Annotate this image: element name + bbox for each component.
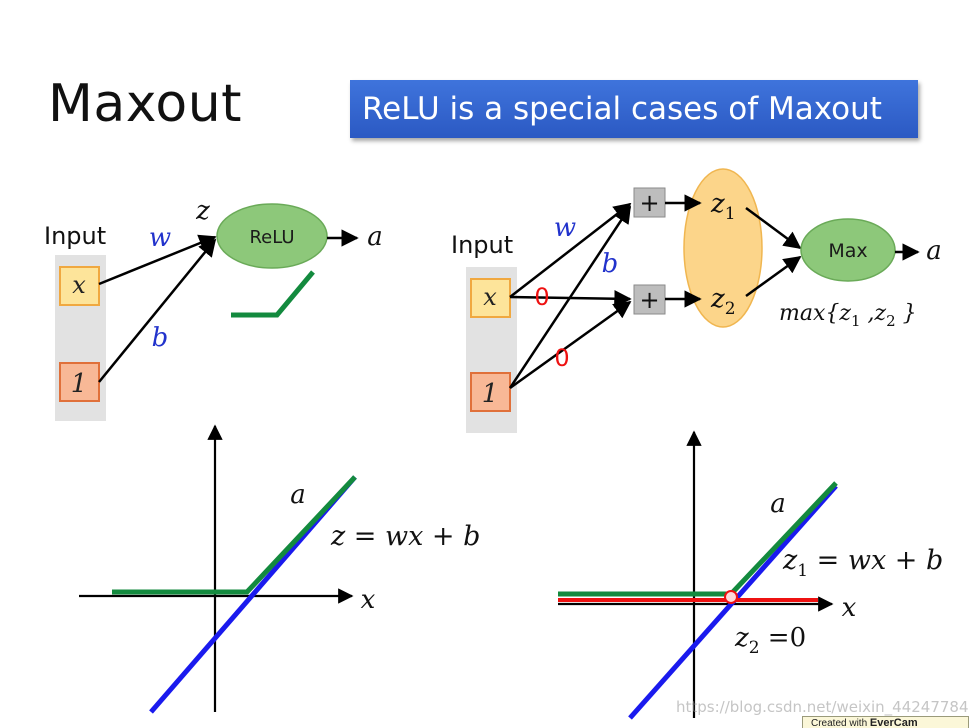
relu-shape-icon	[231, 270, 315, 318]
left-z-label: z	[195, 196, 210, 226]
right-weight-b: b	[602, 249, 619, 279]
left-bias-node	[59, 362, 100, 402]
left-weight-b: b	[152, 323, 169, 353]
left-output-a: a	[367, 222, 383, 252]
right-plot-a-label: a	[770, 489, 786, 519]
right-edge-1-to-bottom	[509, 300, 632, 390]
circle-marker-icon	[724, 590, 738, 604]
left-plot: a z = wx + b x	[79, 424, 480, 714]
watermark-text: https://blog.csdn.net/weixin_44247784	[676, 698, 969, 716]
left-input-label: Input	[44, 222, 106, 250]
right-plot-equation: z1 = wx + b	[782, 545, 943, 581]
left-network: Input x 1 w b z ReLU a	[44, 196, 383, 421]
left-plot-a-label: a	[290, 480, 306, 510]
right-input-x-node	[470, 278, 511, 318]
right-weight-w: w	[554, 213, 576, 243]
max-node-label: Max	[828, 240, 867, 262]
left-plot-x-label: x	[361, 585, 376, 615]
plus-node-top-label: +	[639, 189, 659, 217]
left-input-x-label: x	[72, 271, 86, 299]
right-network: Input x 1 w b 0 0 + + z1 z2	[451, 168, 942, 433]
left-bias-label: 1	[71, 369, 88, 399]
relu-node	[216, 203, 328, 269]
z-group-ellipse	[683, 168, 763, 328]
right-zero-weight-2: 0	[554, 344, 569, 372]
right-plot-x-label: x	[842, 593, 857, 623]
max-node	[800, 218, 896, 282]
slide-title: Maxout	[48, 74, 243, 134]
left-plot-equation: z = wx + b	[330, 521, 480, 552]
arrow-z2-to-max	[745, 255, 802, 298]
right-input-label: Input	[451, 231, 513, 259]
left-edge-w	[98, 234, 217, 286]
max-formula: max{z1 ,z2 }	[779, 301, 917, 330]
right-plot-z2-label: z2 =0	[734, 623, 806, 658]
right-edge-1-to-top	[508, 205, 632, 389]
arrow-z1-to-max	[745, 206, 802, 250]
z2-label: z2	[710, 284, 736, 319]
evercam-brand: EverCam	[869, 717, 918, 728]
evercam-badge: Created with EverCam	[802, 716, 969, 728]
right-zero-weight-1: 0	[534, 283, 549, 311]
right-plot: a z1 = wx + b x z2 =0	[558, 430, 943, 720]
left-input-x-node	[59, 266, 100, 306]
right-plot-relu-line	[558, 481, 838, 597]
right-input-x-label: x	[483, 283, 497, 311]
plus-node-bottom-label: +	[639, 286, 659, 314]
banner-relu-special-case: ReLU is a special cases of Maxout	[350, 80, 918, 138]
z1-label: z1	[710, 189, 736, 224]
evercam-prefix: Created with	[811, 718, 870, 728]
right-bias-node	[470, 372, 511, 412]
relu-node-label: ReLU	[249, 227, 294, 248]
left-weight-w: w	[149, 223, 171, 253]
plus-node-bottom	[633, 284, 666, 315]
left-plot-relu-line	[112, 475, 357, 595]
left-edge-b	[98, 238, 217, 383]
right-bias-label: 1	[482, 379, 499, 409]
max-output-a: a	[926, 236, 942, 266]
right-edge-x-to-top	[509, 202, 632, 298]
